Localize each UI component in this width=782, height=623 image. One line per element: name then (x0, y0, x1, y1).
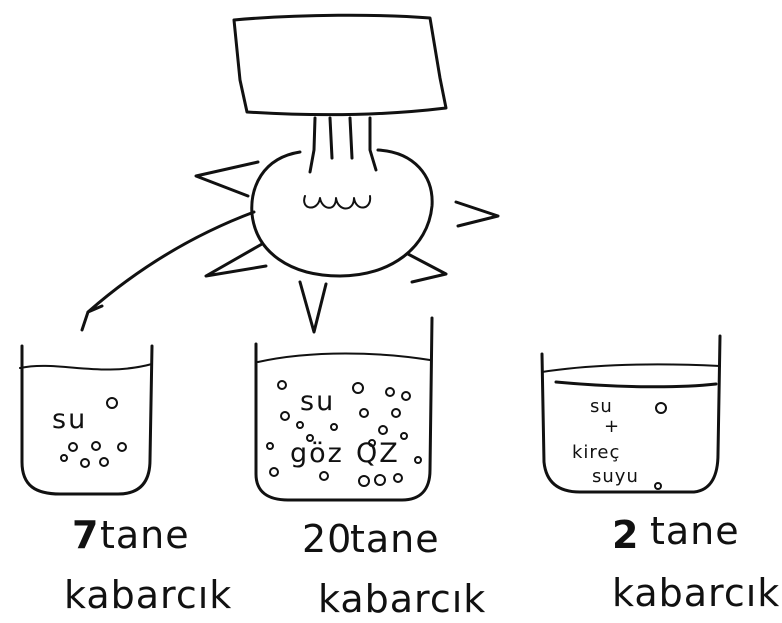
bubble (394, 474, 402, 482)
water-surface (258, 354, 430, 363)
bubble (107, 398, 117, 408)
bubble (392, 409, 400, 417)
lamp-icon (234, 15, 446, 276)
bubble (375, 475, 385, 485)
lamp-bulb (252, 150, 432, 276)
water-surface (20, 364, 152, 370)
bubble (656, 403, 666, 413)
arrow-to-middle-beaker (300, 282, 326, 332)
filament-icon (304, 196, 370, 209)
ray-right (456, 202, 498, 226)
count-unit: tane (350, 517, 440, 561)
beaker-contents-label: QZ (356, 438, 400, 469)
caption-line2: kabarcık (612, 571, 780, 615)
caption-line2: kabarcık (318, 577, 486, 621)
bubble (655, 483, 661, 489)
bubble (402, 392, 410, 400)
count-unit: tane (100, 513, 190, 557)
beaker-outline (256, 318, 432, 500)
beaker-contents-label: su (590, 396, 613, 417)
caption-beaker-1: 7 tane kabarcık (64, 513, 232, 617)
bubble (415, 457, 421, 463)
beaker-contents-label: suyu (592, 466, 639, 487)
bubble-count: 2 (612, 513, 639, 557)
bubble (61, 455, 67, 461)
ray-top-left (196, 162, 258, 196)
bubble (353, 383, 363, 393)
bubble (360, 409, 368, 417)
bubble (386, 388, 394, 396)
ray-bottom-right (408, 254, 446, 282)
ray-bottom-left (206, 244, 266, 276)
beaker-contents-label: su (300, 386, 335, 417)
caption-beaker-2: 20 tane kabarcık (302, 517, 486, 621)
bubble (270, 468, 278, 476)
lamp-neck (310, 118, 376, 172)
bubble (320, 472, 328, 480)
beaker-contents-label: su (52, 404, 87, 435)
beaker-water: su (20, 346, 152, 494)
bubble (401, 433, 407, 439)
bubble (359, 476, 369, 486)
caption-beaker-3: 2 tane kabarcık (612, 509, 780, 615)
beaker-contents-label: göz (290, 438, 344, 469)
bubble (297, 422, 303, 428)
water-level (556, 382, 716, 387)
bubble (69, 443, 77, 451)
bubble (81, 459, 89, 467)
bubble (118, 443, 126, 451)
bubble (267, 443, 273, 449)
beaker-contents-label: + (604, 416, 620, 437)
bubble (281, 412, 289, 420)
water-surface (542, 364, 720, 372)
light-rays (82, 162, 498, 332)
lamp-shade (234, 15, 446, 114)
count-unit: tane (650, 509, 740, 553)
bubbles (267, 381, 421, 486)
beaker-water-eye: su göz QZ (256, 318, 432, 500)
bubble (331, 424, 337, 430)
caption-line2: kabarcık (64, 573, 232, 617)
bubble (92, 442, 100, 450)
beaker-limewater: su + kireç suyu (542, 336, 720, 492)
bubble (278, 381, 286, 389)
bubble (379, 426, 387, 434)
bubble (100, 458, 108, 466)
bubbles (655, 403, 666, 489)
bubble-count: 7 (72, 513, 99, 557)
bubble-count: 20 (302, 517, 352, 561)
beaker-contents-label: kireç (572, 442, 620, 463)
